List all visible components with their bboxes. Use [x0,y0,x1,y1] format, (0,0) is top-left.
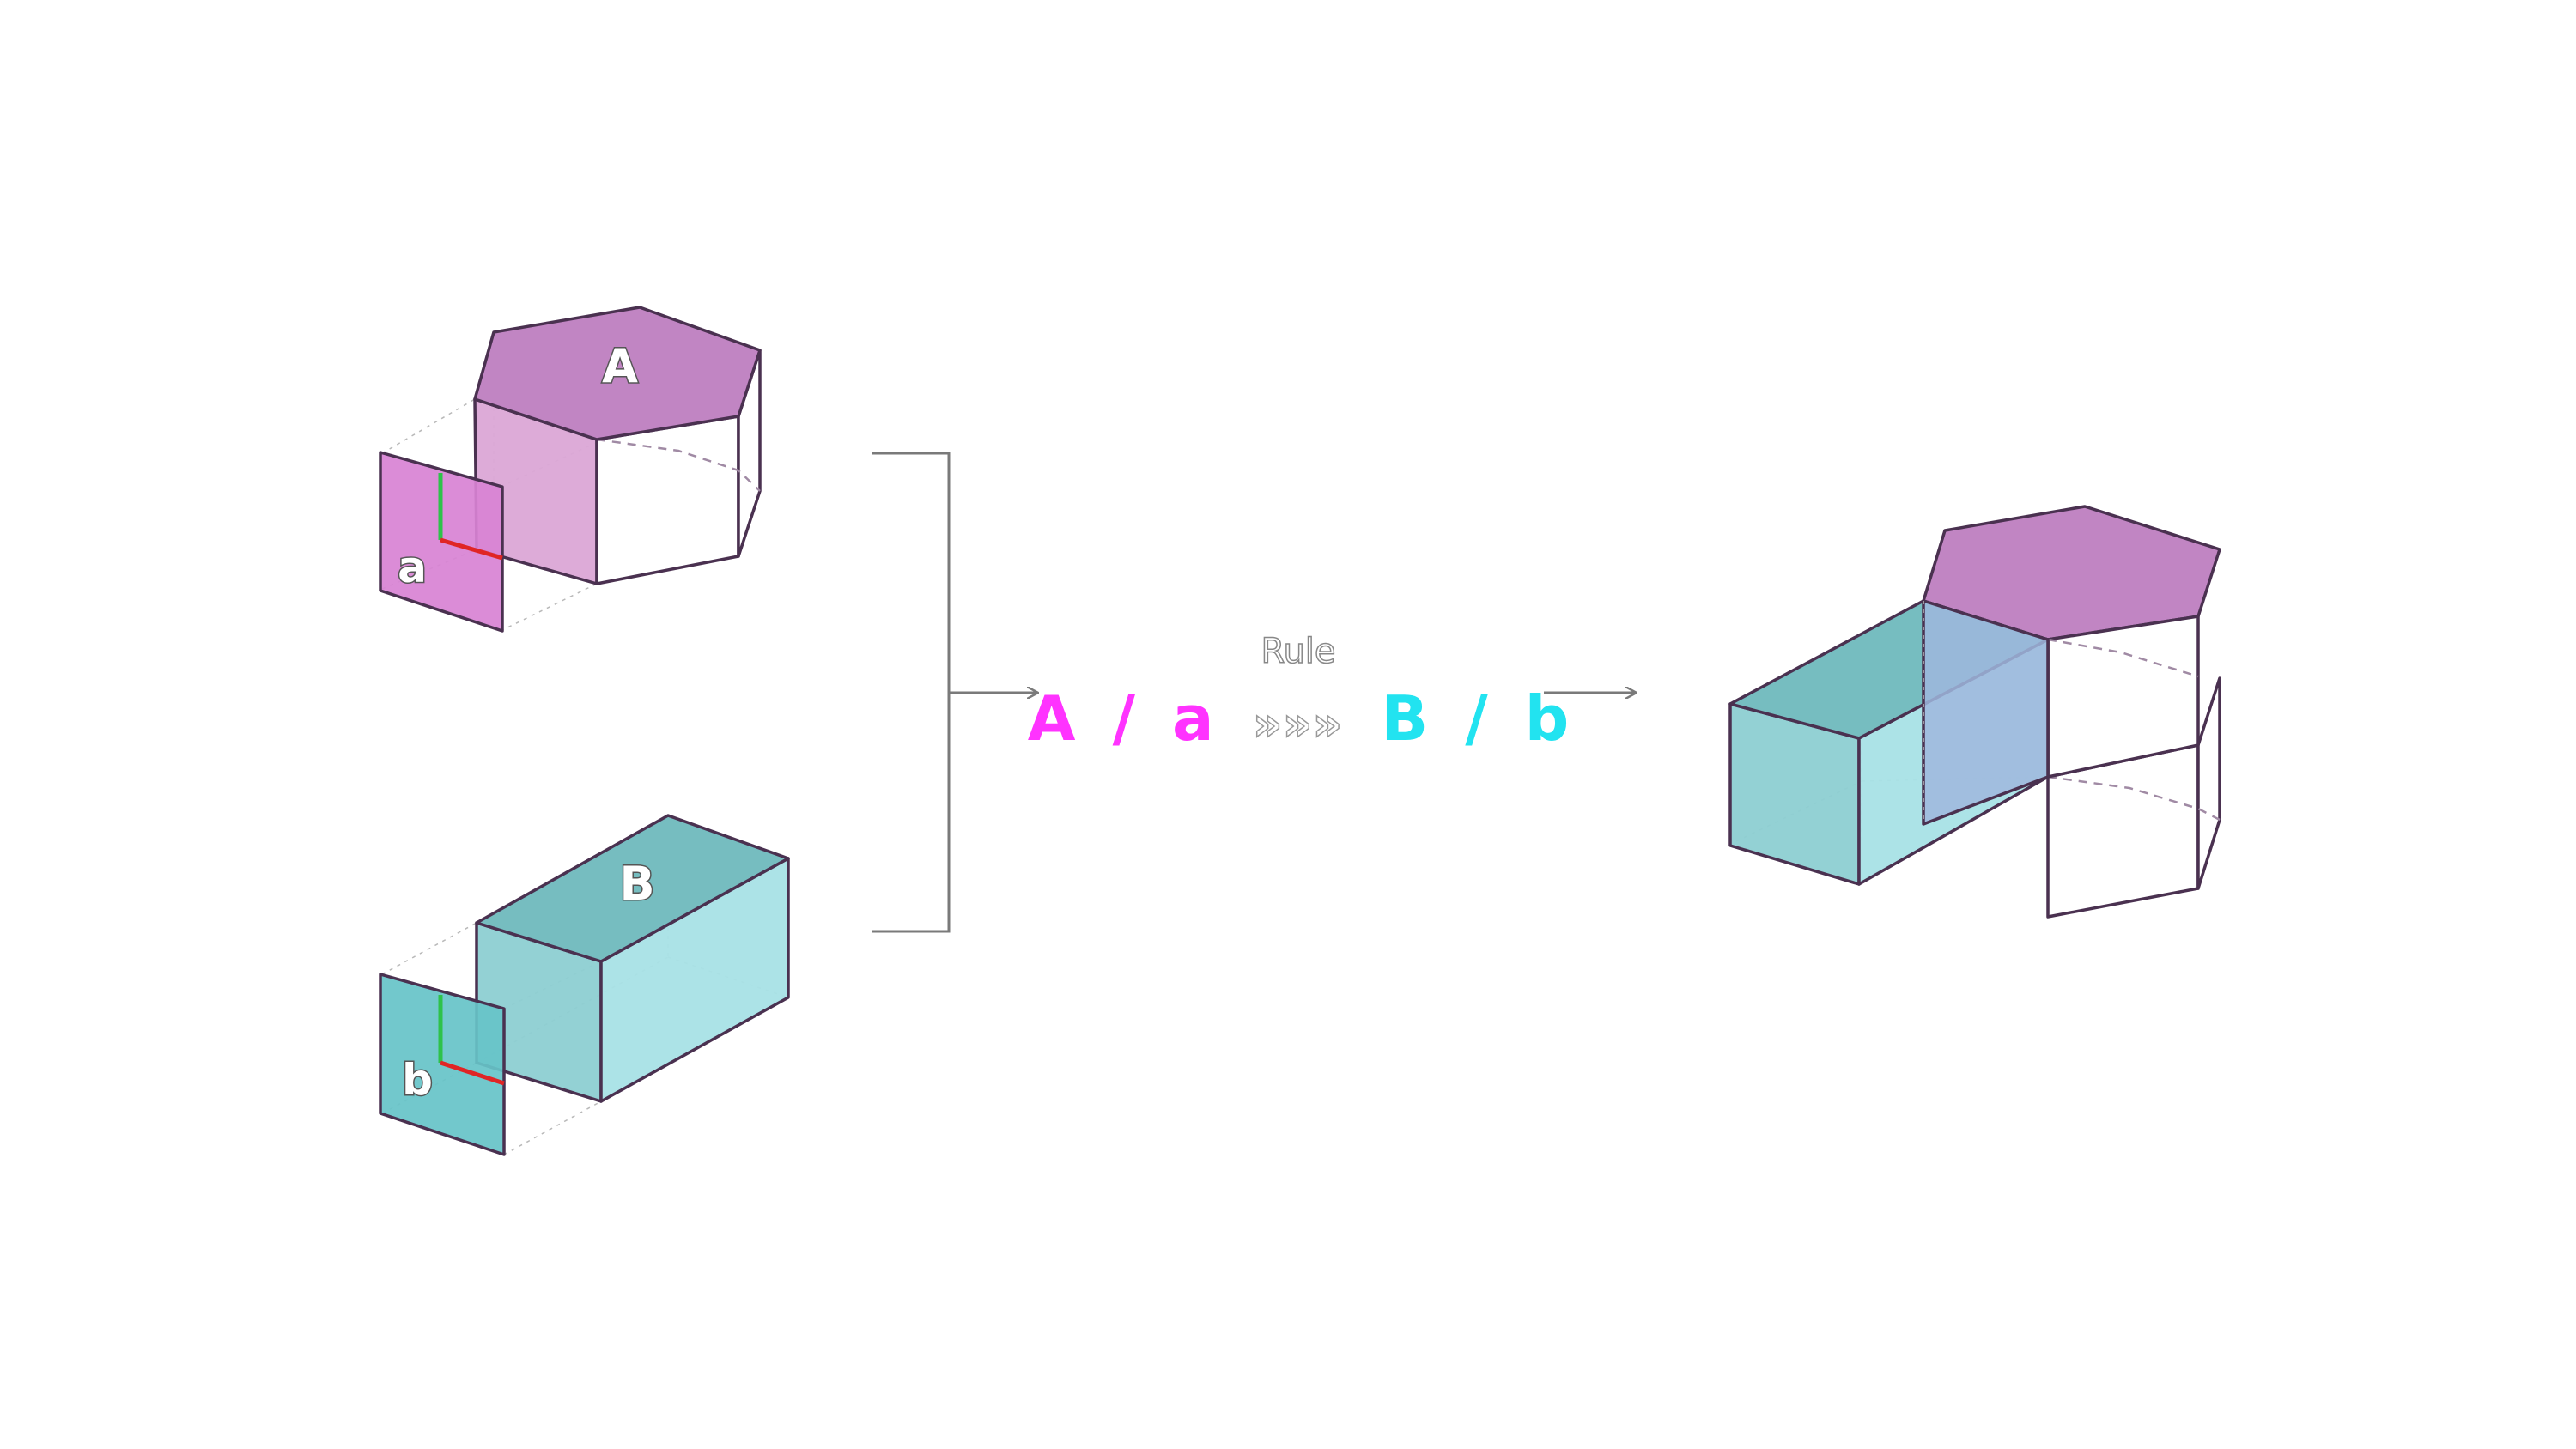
shape-b-rectangular-box: B b [379,814,790,1156]
input-bracket [872,452,1037,933]
projection-line [503,1100,602,1155]
shape-a-hexagonal-prism: A a [379,306,762,633]
result-overlap-region [1922,599,2050,826]
result-hexagonal-prism [1922,505,2221,919]
hidden-dashed-edge [596,438,761,492]
projection-line [381,922,477,975]
plane-a-x-axis [440,537,503,561]
rule-arrow-icon: »»» [1253,697,1343,751]
rule-rhs-separator: / [1465,682,1488,755]
plane-a-label: a [398,543,427,592]
hex-top-face [473,306,762,441]
rule-block: Rule A / a »»» B / b [1028,631,1569,755]
result-hidden-dashed-edge [2047,638,2199,678]
rule-lhs-separator: / [1113,682,1136,755]
plane-b-x-axis [440,1060,505,1086]
plane-b-label: b [402,1055,433,1105]
result-combined-shape [1728,505,2221,919]
shape-a-label: A [602,339,638,393]
rule-rhs-shape: B [1381,682,1428,755]
bracket-line [872,452,951,933]
result-rectangular-box [1728,599,2050,886]
shape-b-label: B [619,857,654,911]
rule-expression: A / a »»» B / b [1028,682,1569,755]
rule-rhs-plane: b [1525,682,1570,755]
box-b-top-face [475,814,790,963]
rule-lhs-shape: A [1028,682,1076,755]
rule-title: Rule [1261,632,1335,671]
projection-line [500,583,598,632]
projection-line [381,398,476,454]
rule-lhs-plane: a [1172,682,1214,755]
result-hex-side-face [2196,676,2221,890]
